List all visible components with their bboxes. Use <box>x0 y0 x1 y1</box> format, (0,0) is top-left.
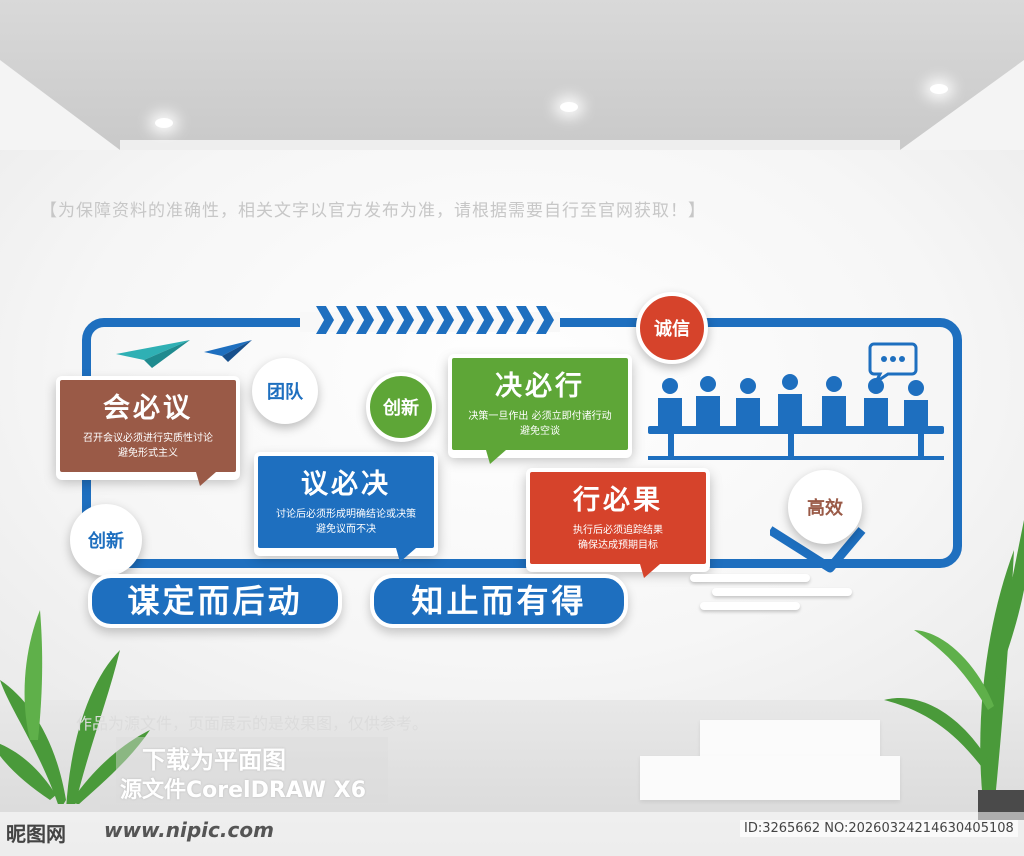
arrow-chevron-icon <box>476 306 494 334</box>
bubble-desc: 决策一旦作出 必须立即付诸行动 <box>468 411 612 422</box>
bubble-desc: 避免空谈 <box>520 426 560 437</box>
arrow-chevron-icon <box>376 306 394 334</box>
bubble-desc: 讨论后必须形成明确结论或决策 <box>276 509 416 520</box>
ceiling-edge <box>120 140 900 152</box>
site-url[interactable]: www.nipic.com <box>104 818 274 842</box>
arrow-chevron-icon <box>356 306 374 334</box>
cloud-decoration <box>700 602 800 610</box>
cloud-decoration <box>690 574 810 582</box>
bubble-title: 决必行 <box>495 371 585 402</box>
bubble-desc: 执行后必须追踪结果 <box>573 525 663 536</box>
bubble-desc: 召开会议必须进行实质性讨论 <box>83 433 213 444</box>
paper-plane-icon <box>116 340 190 368</box>
bubble-desc: 避免形式主义 <box>118 448 178 459</box>
stair-step <box>700 720 880 760</box>
cloud-decoration <box>712 588 852 596</box>
paper-plane-icon <box>204 340 252 362</box>
bubble-title: 行必果 <box>573 485 663 516</box>
slogan-left: 谋定而后动 <box>88 574 342 628</box>
spotlight <box>155 118 173 128</box>
bubble-yibijue: 议必决 讨论后必须形成明确结论或决策 避免议而不决 <box>254 452 438 552</box>
stair-step <box>640 756 900 800</box>
circle-tuandui: 团队 <box>252 358 318 424</box>
arrow-chevron-icon <box>456 306 474 334</box>
ceiling <box>0 0 1024 150</box>
watermark-note: 作品为源文件，页面展示的是效果图，仅供参考。 <box>76 714 429 733</box>
arrow-chevron-icon <box>516 306 534 334</box>
slogan-right: 知止而有得 <box>370 574 628 628</box>
arrow-chevron-icon <box>336 306 354 334</box>
chat-bubble-icon <box>868 342 918 384</box>
potted-plant-icon <box>0 610 150 820</box>
image-id: ID:3265662 NO:20260324214630405108 <box>740 820 1018 837</box>
site-logo: 昵图网 <box>6 822 66 846</box>
circle-gaoxiao: 高效 <box>788 470 862 544</box>
watermark-box <box>116 737 388 803</box>
bubble-xingbiguo: 行必果 执行后必须追踪结果 确保达成预期目标 <box>526 468 710 568</box>
notice-text: 【为保障资料的准确性，相关文字以官方发布为准，请根据需要自行至官网获取！】 <box>40 201 706 221</box>
circle-chuangxin-top: 创新 <box>366 372 436 442</box>
bubble-title: 议必决 <box>301 469 391 500</box>
bubble-title: 会必议 <box>103 393 193 424</box>
spotlight <box>930 84 948 94</box>
bubble-desc: 避免议而不决 <box>316 524 376 535</box>
arrow-chevron-icon <box>416 306 434 334</box>
arrow-chevron-icon <box>496 306 514 334</box>
bubble-juebixing: 决必行 决策一旦作出 必须立即付诸行动 避免空谈 <box>448 354 632 454</box>
watermark-source: 源文件CorelDRAW X6 <box>120 778 367 803</box>
spotlight <box>560 102 578 112</box>
watermark-download: 下载为平面图 <box>142 746 286 774</box>
bubble-huibiyi: 会必议 召开会议必须进行实质性讨论 避免形式主义 <box>56 376 240 476</box>
arrow-chevron-icon <box>396 306 414 334</box>
bubble-desc: 确保达成预期目标 <box>578 540 658 551</box>
circle-chengxin: 诚信 <box>636 292 708 364</box>
frame-pointer <box>770 526 866 573</box>
arrow-chevron-icon <box>536 306 554 334</box>
circle-chuangxin-left: 创新 <box>70 504 142 576</box>
meeting-silhouette-icon <box>648 374 944 460</box>
arrow-chevron-icon <box>436 306 454 334</box>
potted-plant-icon <box>884 520 1024 820</box>
arrow-chevron-icon <box>316 306 334 334</box>
